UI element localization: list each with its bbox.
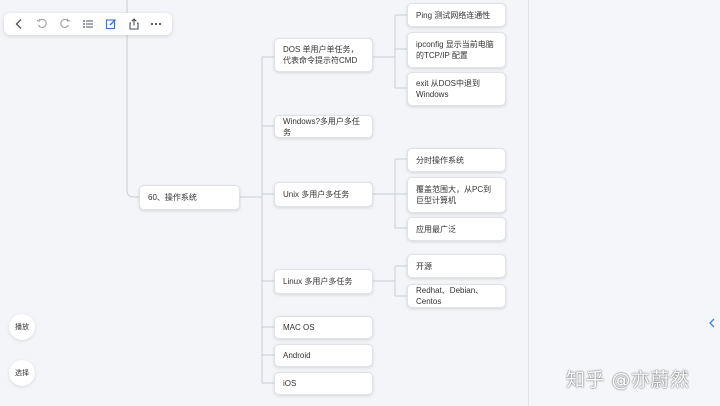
leaf-dos-3[interactable]: exit 从DOS中退到Windows — [407, 72, 506, 106]
leaf-unix-3-label: 应用最广泛 — [416, 224, 456, 234]
side-panel — [528, 0, 720, 406]
branch-android[interactable]: Android — [274, 344, 373, 367]
select-button-label: 选择 — [15, 370, 29, 377]
leaf-dos-1[interactable]: Ping 测试网络连通性 — [407, 3, 506, 27]
connector-linux-children — [373, 265, 407, 297]
connector-lines — [126, 0, 407, 384]
play-button-label: 播放 — [15, 324, 29, 331]
toolbar — [4, 13, 172, 35]
collapse-panel-icon[interactable] — [706, 316, 718, 330]
more-icon[interactable] — [148, 16, 164, 32]
branch-unix-label: Unix 多用户多任务 — [283, 190, 350, 199]
leaf-dos-2-label: ipconfig 显示当前电脑的TCP/IP 配置 — [416, 40, 494, 60]
branch-dos-label: DOS 单用户单任务，代表命令提示符CMD — [283, 45, 359, 65]
redo-icon[interactable] — [57, 16, 73, 32]
leaf-unix-1[interactable]: 分时操作系统 — [407, 148, 506, 172]
leaf-unix-2-label: 覆盖范围大，从PC到巨型计算机 — [416, 185, 492, 205]
list-icon[interactable] — [80, 16, 96, 32]
branch-dos[interactable]: DOS 单用户单任务，代表命令提示符CMD — [274, 38, 373, 72]
mindmap-canvas[interactable]: 60、操作系统 DOS 单用户单任务，代表命令提示符CMD Windows?多用… — [0, 0, 528, 406]
share-icon[interactable] — [126, 16, 142, 32]
leaf-unix-3[interactable]: 应用最广泛 — [407, 217, 506, 241]
leaf-linux-1-label: 开源 — [416, 261, 432, 271]
branch-linux-label: Linux 多用户多任务 — [283, 277, 353, 286]
leaf-linux-2[interactable]: Redhat、Debian、Centos — [407, 284, 506, 308]
branch-mac-label: MAC OS — [283, 323, 315, 332]
leaf-unix-2[interactable]: 覆盖范围大，从PC到巨型计算机 — [407, 177, 506, 213]
branch-mac[interactable]: MAC OS — [274, 316, 373, 339]
play-button[interactable]: 播放 — [9, 314, 35, 340]
back-icon[interactable] — [11, 16, 27, 32]
connector-branches — [262, 56, 274, 384]
connector-root-top — [126, 0, 139, 198]
leaf-linux-2-label: Redhat、Debian、Centos — [416, 286, 484, 306]
branch-android-label: Android — [283, 351, 311, 360]
leaf-dos-1-label: Ping 测试网络连通性 — [416, 10, 491, 20]
leaf-unix-1-label: 分时操作系统 — [416, 155, 464, 165]
branch-ios-label: iOS — [283, 379, 297, 388]
branch-windows-label: Windows?多用户多任务 — [283, 116, 360, 137]
branch-unix[interactable]: Unix 多用户多任务 — [274, 182, 373, 207]
root-node-label: 60、操作系统 — [148, 193, 197, 202]
branch-ios[interactable]: iOS — [274, 372, 373, 395]
branch-linux[interactable]: Linux 多用户多任务 — [274, 269, 373, 294]
undo-icon[interactable] — [34, 16, 50, 32]
leaf-linux-1[interactable]: 开源 — [407, 254, 506, 278]
connector-dos-children — [373, 14, 407, 89]
leaf-dos-2[interactable]: ipconfig 显示当前电脑的TCP/IP 配置 — [407, 32, 506, 68]
watermark: 知乎 @亦蔚然 — [566, 369, 690, 391]
connector-unix-children — [373, 158, 407, 229]
branch-windows[interactable]: Windows?多用户多任务 — [274, 115, 373, 138]
select-button[interactable]: 选择 — [9, 360, 35, 386]
leaf-dos-3-label: exit 从DOS中退到Windows — [416, 79, 481, 99]
edit-icon[interactable] — [103, 16, 119, 32]
root-node[interactable]: 60、操作系统 — [139, 185, 240, 210]
